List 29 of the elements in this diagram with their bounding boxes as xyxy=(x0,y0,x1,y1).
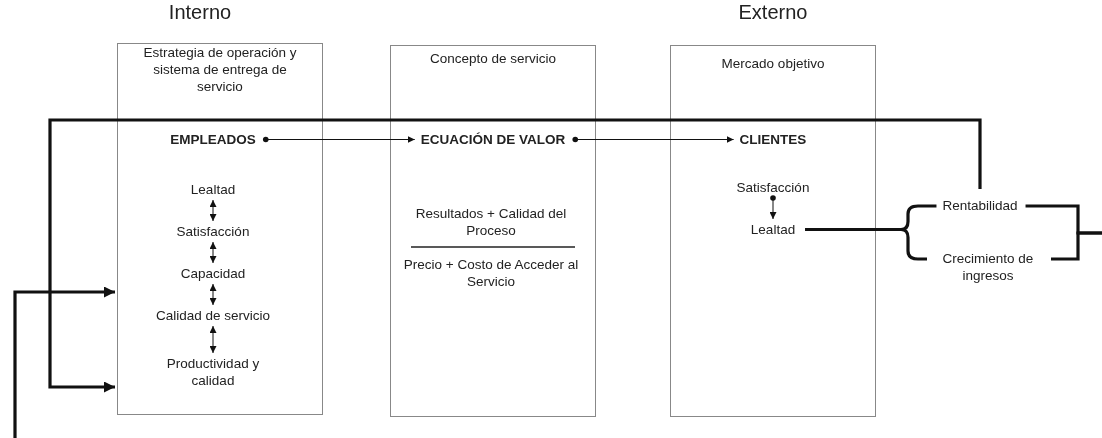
heading-label: EMPLEADOS xyxy=(170,131,256,148)
heading-label: ECUACIÓN DE VALOR xyxy=(420,131,566,148)
arrow xyxy=(13,286,115,438)
node-label: Capacidad xyxy=(180,265,246,282)
node-label: Lealtad xyxy=(190,181,236,198)
heading-label: CLIENTES xyxy=(739,131,807,148)
arrow xyxy=(572,136,735,143)
arrow xyxy=(209,283,217,306)
node-label: Productividad y calidad xyxy=(153,355,273,389)
column-title: Concepto de servicio xyxy=(428,50,558,67)
arrow xyxy=(209,199,217,222)
section-heading: Interno xyxy=(168,0,232,24)
arrow xyxy=(769,195,777,220)
node-label: Satisfacción xyxy=(736,179,810,196)
node-label: Satisfacción xyxy=(176,223,250,240)
node-label: Crecimiento de ingresos xyxy=(933,250,1043,284)
section-heading: Externo xyxy=(738,0,808,24)
node-label: Calidad de servicio xyxy=(155,307,271,324)
column-title: Mercado objetivo xyxy=(720,55,826,72)
arrow xyxy=(262,136,416,143)
arrow xyxy=(209,325,217,354)
node-label: Lealtad xyxy=(750,221,796,238)
formula-text: Precio + Costo de Acceder al Servicio xyxy=(402,256,580,290)
arrow xyxy=(209,241,217,264)
column-title: Estrategia de operación y sistema de entrega de servicio xyxy=(142,44,298,95)
arrow xyxy=(48,118,982,393)
node-label: Rentabilidad xyxy=(942,197,1018,214)
connector-line xyxy=(1051,231,1102,261)
formula-text: Resultados + Calidad del Proceso xyxy=(414,205,568,239)
